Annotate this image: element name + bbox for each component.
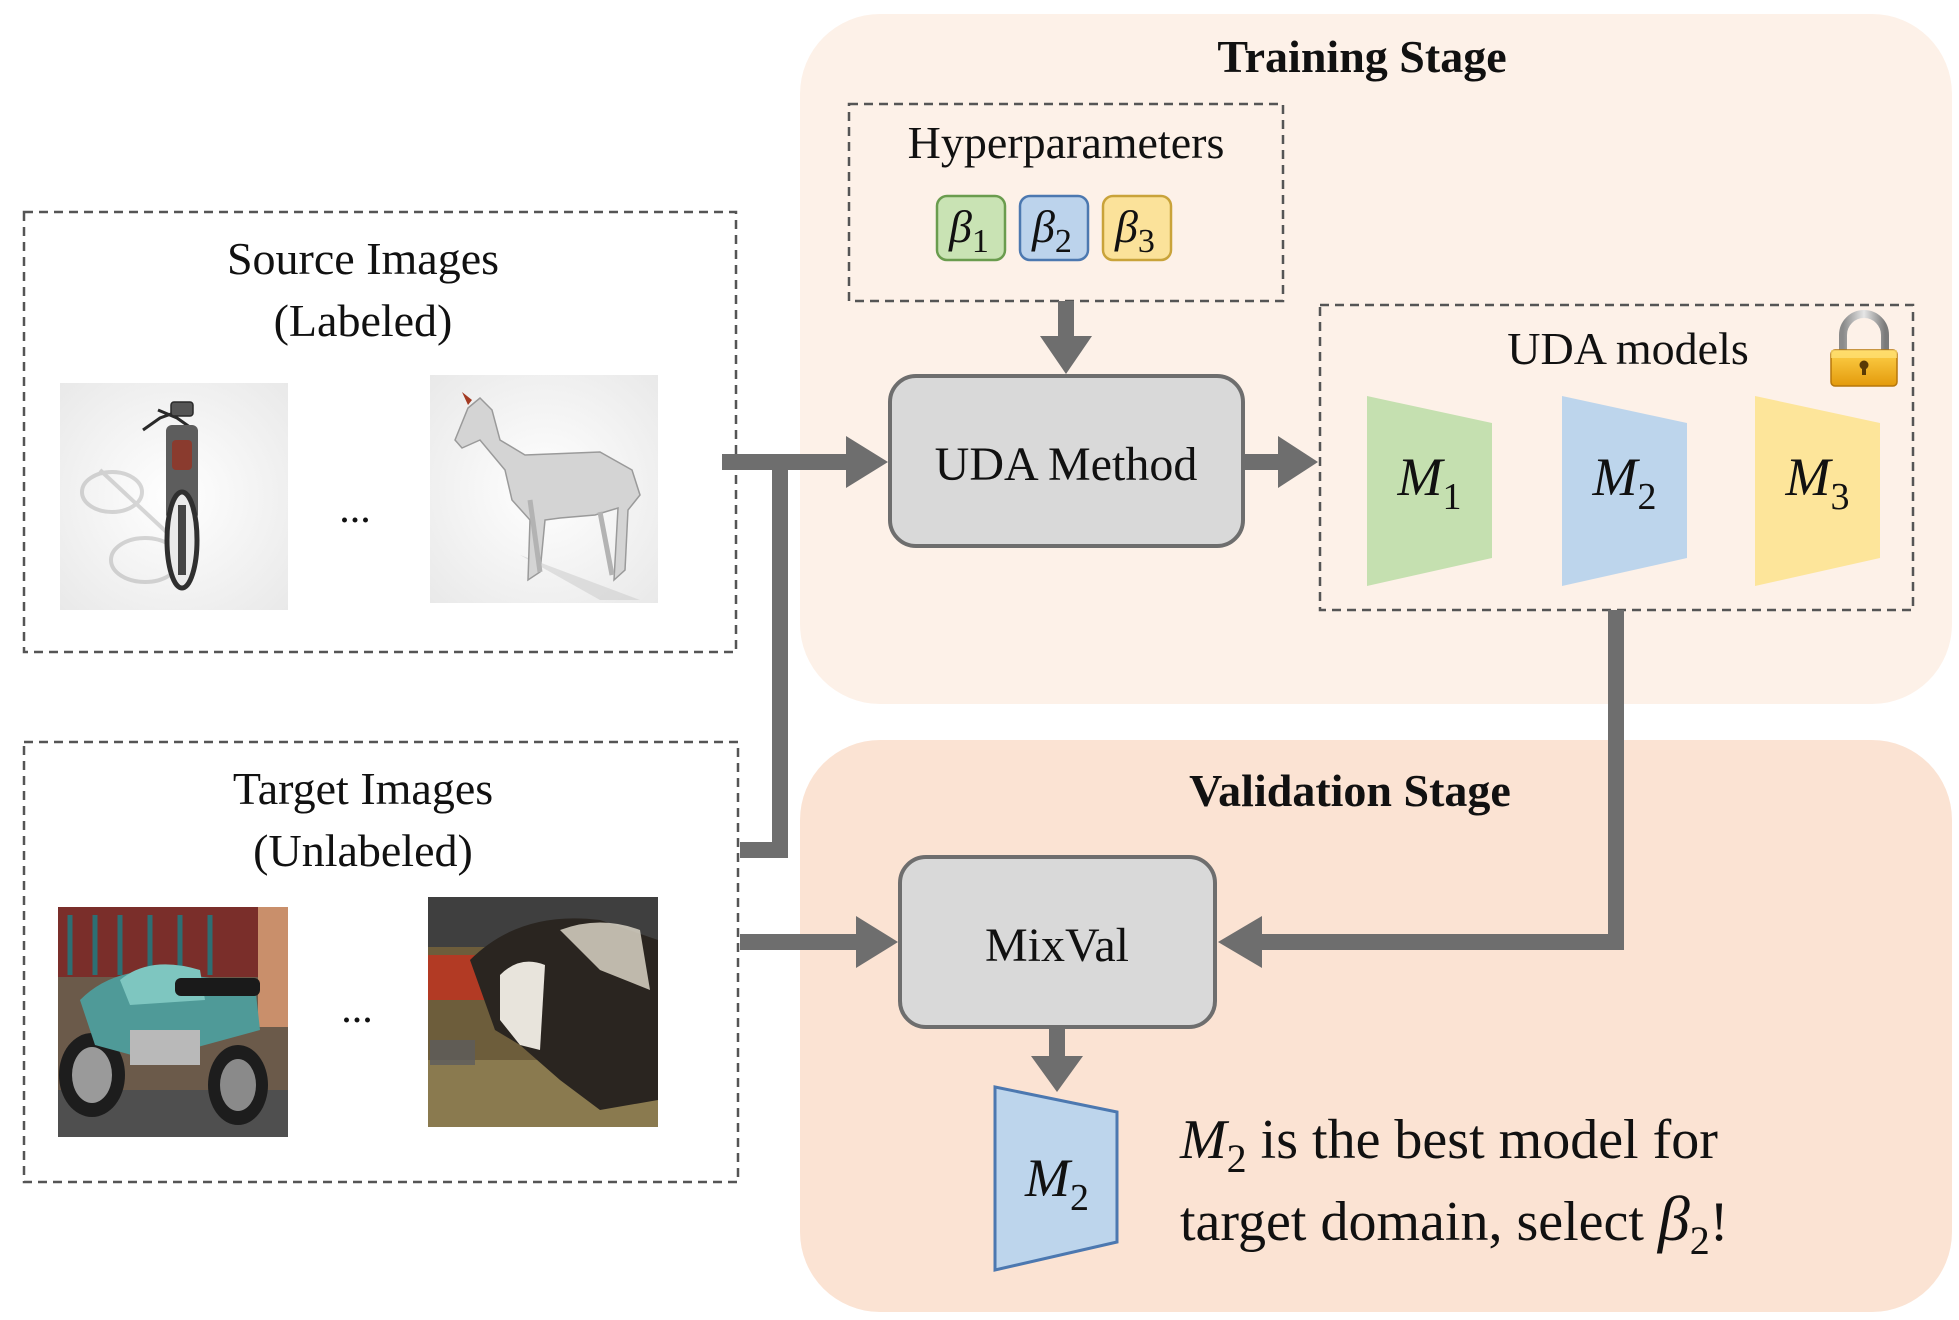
source-images-subtitle: (Labeled) (274, 295, 453, 346)
uda-model-label: M2 (1592, 447, 1657, 518)
arrowhead-mixval-to-selected (1031, 1056, 1083, 1092)
lock-icon (1830, 310, 1898, 387)
beta-chip-2: β2 (1018, 194, 1090, 262)
uda-model-1: M1 (1367, 396, 1492, 586)
source-images-title: Source Images (227, 233, 499, 284)
arrowhead-models-to-mixval (1218, 916, 1262, 968)
beta-chip-3: β3 (1101, 194, 1173, 262)
target-horse-photo (428, 897, 658, 1127)
arrowhead-source-to-method (846, 436, 888, 488)
arrowhead-hyper-to-method (1040, 336, 1092, 374)
uda-model-label: M3 (1785, 447, 1850, 518)
hyperparameters-title: Hyperparameters (908, 117, 1225, 168)
mixval-label: MixVal (985, 919, 1129, 972)
uda-model-list: M1 M2 M3 (1367, 396, 1880, 586)
result-line-1: M2 is the best model for (1179, 1109, 1718, 1181)
target-images-box (22, 740, 740, 1184)
beta-chips: β1 β2 β3 (935, 194, 1173, 262)
selected-model-label: M2 (1024, 1148, 1089, 1219)
uda-method-label: UDA Method (935, 438, 1198, 491)
uda-model-3: M3 (1755, 396, 1880, 586)
result-line-2: target domain, select β2! (1180, 1183, 1728, 1263)
target-images-ellipsis: ... (341, 986, 373, 1032)
source-images-ellipsis: ... (339, 486, 371, 532)
source-images-box (22, 210, 738, 654)
beta-chip-label: β3 (1114, 201, 1155, 260)
arrowhead-target-to-mixval (856, 916, 898, 968)
beta-chip-label: β2 (1031, 201, 1072, 260)
flow-arrows (722, 301, 1624, 1092)
validation-stage-title: Validation Stage (1189, 765, 1511, 816)
source-horse-image (430, 375, 658, 603)
uda-models-title: UDA models (1507, 323, 1749, 374)
training-stage-title: Training Stage (1217, 31, 1506, 82)
beta-chip-1: β1 (935, 194, 1007, 262)
target-images-title: Target Images (233, 763, 493, 814)
uda-model-label: M1 (1397, 447, 1462, 518)
target-images-subtitle: (Unlabeled) (253, 825, 473, 876)
target-motorcycle-photo (58, 907, 288, 1137)
connector-target-to-source-line (740, 462, 788, 858)
uda-models-box (1318, 303, 1915, 612)
arrow-models-to-mixval (1260, 610, 1624, 950)
source-motorcycle-image (60, 383, 288, 610)
arrowhead-method-to-models (1278, 436, 1318, 488)
beta-chip-label: β1 (948, 201, 989, 260)
uda-model-2: M2 (1562, 396, 1687, 586)
selected-model: M2 (993, 1085, 1119, 1272)
